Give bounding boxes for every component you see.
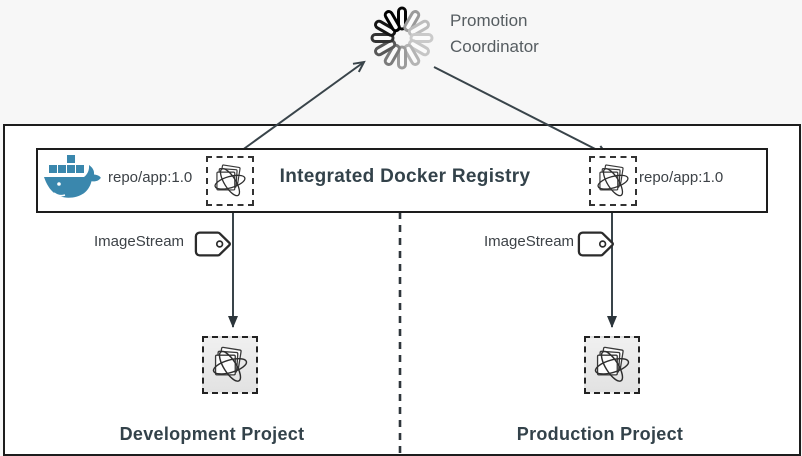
coordinator-label-line1: Promotion [450,11,528,30]
docker-registry-box [36,148,768,213]
development-project-label: Development Project [119,424,305,444]
production-project-label: Production Project [516,424,684,444]
image-icon [209,343,251,387]
registry-title: Integrated Docker Registry [279,166,531,187]
image-icon [211,161,249,201]
imagestream-label-dev: ImageStream [94,233,185,250]
docker-whale-icon [44,155,101,198]
image-icon [591,343,633,387]
tag-icon [577,229,615,259]
image-icon [594,161,632,201]
coordinator-label-line2: Coordinator [450,37,539,56]
repo-tag-right: repo/app:1.0 [639,169,724,186]
dev-project-image [202,336,258,394]
prod-project-image [584,336,640,394]
spinner-icon [370,6,434,70]
coordinator-label: Promotion Coordinator [450,8,539,60]
registry-image-dev [206,156,254,206]
tag-icon [194,229,232,259]
repo-tag-left: repo/app:1.0 [108,169,193,186]
imagestream-label-prod: ImageStream [484,233,575,250]
registry-image-prod [589,156,637,206]
